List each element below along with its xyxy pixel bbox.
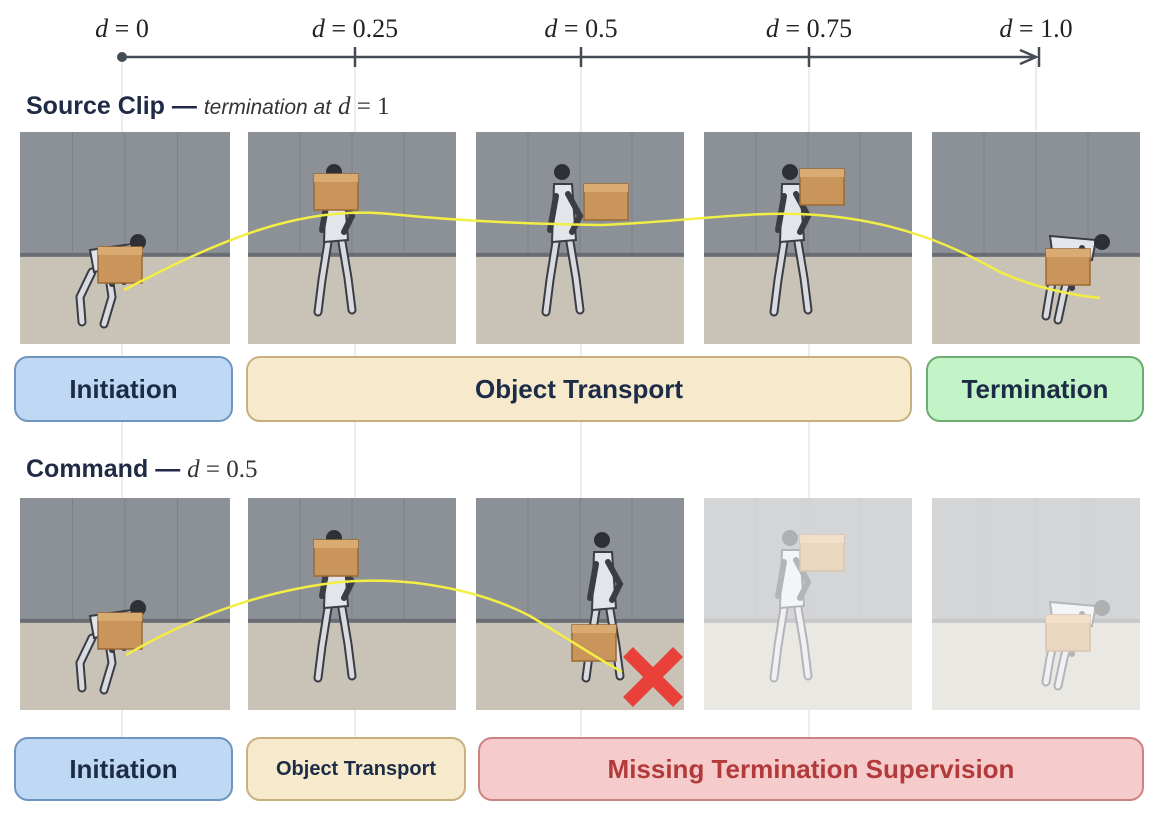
cardboard-box-icon — [583, 183, 629, 221]
baseboard — [476, 618, 684, 623]
source-phase-termination: Termination — [926, 356, 1144, 422]
source-phase-object-transport: Object Transport — [246, 356, 912, 422]
command-phase-object-transport: Object Transport — [246, 737, 466, 801]
baseboard — [248, 618, 456, 623]
cardboard-box-icon — [97, 246, 143, 284]
box-lid — [314, 174, 358, 182]
robot-head — [130, 234, 146, 250]
axis-arrowhead — [1019, 48, 1040, 66]
axis-origin-dot — [117, 52, 127, 62]
robot-head — [130, 600, 146, 616]
source-phase-initiation: Initiation — [14, 356, 233, 422]
robot-arms — [587, 559, 624, 603]
cardboard-box-icon — [799, 168, 845, 206]
scene-background — [248, 498, 456, 710]
command-frame-5-faded — [932, 498, 1140, 710]
humanoid-robot-icon — [20, 132, 230, 344]
robot-head — [1094, 234, 1110, 250]
scene-background — [476, 498, 684, 710]
tick-label-0.5: d = 0.5 — [544, 14, 618, 43]
source-frame-4 — [704, 132, 912, 344]
scene-background — [476, 132, 684, 344]
box-lid — [584, 184, 628, 192]
baseboard — [248, 252, 456, 257]
robot-legs-highlight — [315, 605, 355, 681]
source-clip-title: Source Clip — termination at d = 1 — [26, 92, 390, 120]
robot-head — [594, 532, 610, 548]
command-phase-initiation: Initiation — [14, 737, 233, 801]
cardboard-box-icon — [97, 612, 143, 650]
robot-legs-highlight — [771, 239, 811, 315]
source-frame-3 — [476, 132, 684, 344]
box-lid — [1046, 249, 1090, 257]
timeline-axis — [117, 47, 1041, 67]
humanoid-robot-icon — [932, 132, 1140, 344]
source-frame-5 — [932, 132, 1140, 344]
cardboard-box-icon — [313, 173, 359, 211]
baseboard — [932, 252, 1140, 257]
source-frame-1 — [20, 132, 230, 344]
command-title: Command — d = 0.5 — [26, 455, 258, 483]
red-x-icon — [623, 647, 683, 707]
scene-background — [932, 132, 1140, 344]
baseboard — [704, 252, 912, 257]
robot-legs-highlight — [315, 239, 355, 315]
humanoid-robot-icon — [248, 132, 456, 344]
humanoid-robot-icon — [20, 498, 230, 710]
tick-label-1.0: d = 1.0 — [999, 14, 1073, 43]
box-lid — [98, 247, 142, 255]
box-lid — [314, 540, 358, 548]
floor — [932, 254, 1140, 344]
command-phase-missing-termination-supervision: Missing Termination Supervision — [478, 737, 1144, 801]
robot-head — [782, 164, 798, 180]
cardboard-box-icon — [1045, 248, 1091, 286]
humanoid-robot-icon — [476, 132, 684, 344]
tick-label-0.75: d = 0.75 — [765, 14, 853, 43]
command-frame-4-faded — [704, 498, 912, 710]
box-lid — [98, 613, 142, 621]
robot-legs-highlight — [543, 239, 583, 315]
humanoid-robot-icon — [704, 132, 912, 344]
command-frame-1 — [20, 498, 230, 710]
robot-head — [554, 164, 570, 180]
tick-label-0: d = 0 — [95, 14, 149, 43]
baseboard — [476, 252, 684, 257]
cardboard-box-icon — [313, 539, 359, 577]
box-lid — [572, 625, 616, 633]
scene-background — [20, 132, 230, 344]
box-lid — [800, 169, 844, 177]
tick-label-0.25: d = 0.25 — [311, 14, 399, 43]
source-frame-2 — [248, 132, 456, 344]
